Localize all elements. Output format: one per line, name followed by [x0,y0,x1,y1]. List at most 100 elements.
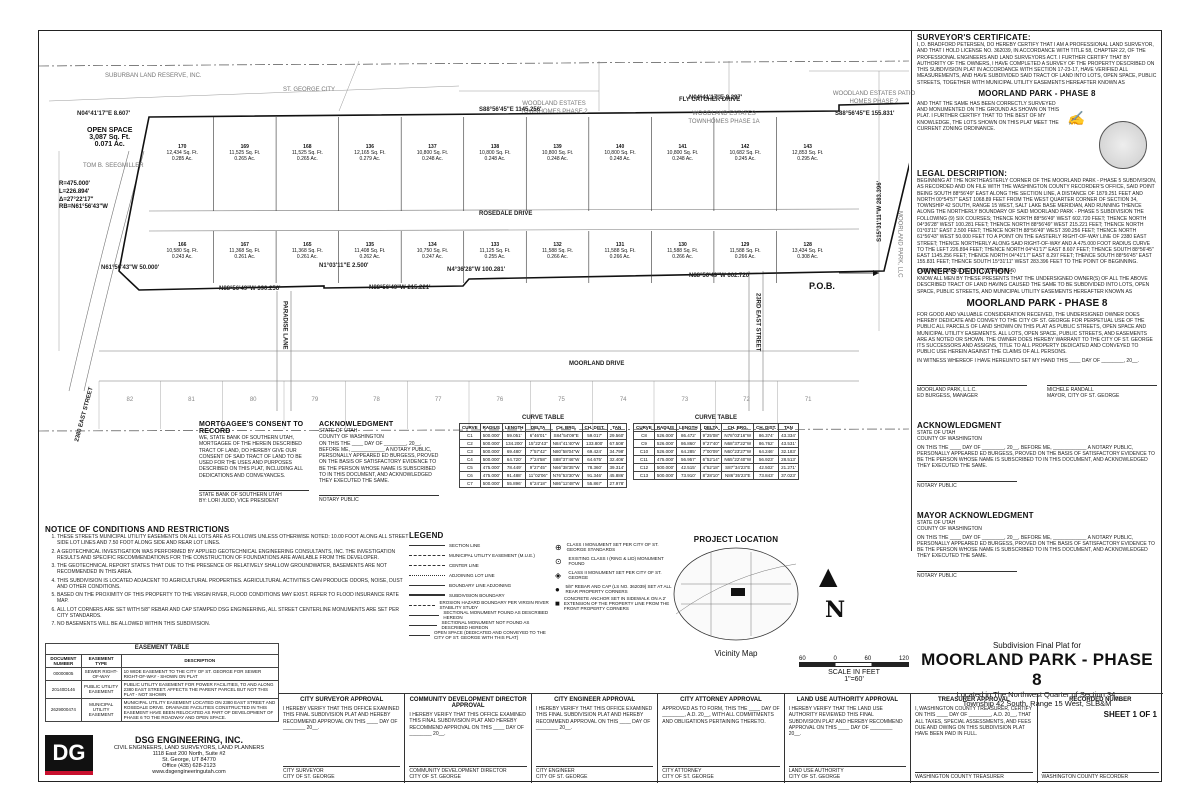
adjoining-lot-number: 81 [188,397,195,403]
legend-line-icon [409,594,445,596]
curve-table-header: CH. DIST. [581,422,608,432]
monument-icon: ⊙ [555,556,562,566]
adjoining-lot-number: 71 [804,397,812,403]
legend-item: SECTIONAL MONUMENT FOUND AS DESCRIBED HE… [409,610,549,620]
adjoining-lot-number: 78 [373,397,380,403]
column-divider [911,31,912,551]
legend-item: ●5/8" REBAR AND CAP (LS NO. 362039) SET … [555,584,672,594]
subdivision-label: ST. GEORGE CITY [283,87,336,93]
road-label: PARADISE LANE [281,301,288,350]
conditions-restrictions: NOTICE OF CONDITIONS AND RESTRICTIONS TH… [45,525,409,629]
condition-item: BASED ON THE PROXIMITY OF THIS PROPERTY … [57,592,409,605]
bearing-label: N1°03'11"E 2.500' [319,263,369,269]
bearing-label: N61°56'43"W 50.000' [101,265,160,271]
easement-table-header: DESCRIPTION [120,653,280,668]
legend-item: ⊙EXISTING CLASS I (RING & LID) MONUMENT … [555,556,664,566]
legend-line-icon [409,624,438,626]
legend-item: ■CONCRETE ANCHOR SET IN SIDEWALK ON A 2'… [555,595,670,611]
adjoining-lot-number: 79 [311,397,319,403]
curve-table-header: CH. DIST. [753,422,780,432]
adjoining-lot-number: 76 [496,397,504,403]
condition-item: THESE STREETS MUNICIPAL UTILITY EASEMENT… [57,534,409,547]
legend-item: CENTER LINE [409,560,549,570]
condition-item: THIS SUBDIVISION IS LOCATED ADJACENT TO … [57,578,409,591]
bearing-label: S88°56'45"E 155.831' [835,111,895,117]
company-block: DG DSG ENGINEERING, INC. CIVIL ENGINEERS… [45,731,279,779]
adjoining-lot-number: 80 [249,397,257,403]
surveyor-seal [1099,121,1147,169]
condition-item: A GEOTECHNICAL INVESTIGATION WAS PERFORM… [57,549,409,562]
adjoining-lot-number: 73 [681,397,689,403]
subdivision-label: WOODLAND ESTATES TOWNHOMES PHASE 2 [520,101,588,115]
north-arrow-icon: ▲ [819,561,838,590]
subdivision-label: WOODLAND ESTATES PATIO HOMES PHASE 2 [832,91,916,105]
monument-icon: ● [555,584,560,594]
legend-line-icon [409,634,430,636]
curve-table-header: RADIUS [653,422,678,432]
bearing-label: N04°41'17"E 8.297' [689,95,743,101]
road-label: ROSEDALE DRIVE [479,211,533,217]
adjoining-lot-number: 75 [558,397,565,403]
north-label: N [825,597,846,623]
adjoining-lot-number: 77 [434,397,442,403]
surveyor-certificate: SURVEYOR'S CERTIFICATE: I, D. BRADFORD P… [917,33,1157,132]
signature: ✍ [1067,111,1085,127]
legend-line-icon [409,554,445,556]
subdivision-label: WOODLAND ESTATES TOWNHOMES PHASE 1A [688,111,760,125]
curve-table-header: CH. BRG. [721,422,755,432]
open-space-label: OPEN SPACE 3,087 Sq. Ft. 0.071 Ac. [87,127,133,148]
plat-sheet: SUBURBAN LAND RESERVE, INC. ST. GEORGE C… [38,30,1163,783]
pob-label: P.O.B. [809,281,835,291]
adjoining-lot-number: 72 [743,397,750,403]
curve-table-header: RADIUS [479,422,503,432]
legend-line-icon [409,544,445,546]
boundary-curve-data: R=475.000'L=226.894'Δ=27°22'17"RB=N61°56… [59,181,108,211]
mortgagee-acknowledgment: ACKNOWLEDGMENT STATE OF UTAH COUNTY OF W… [319,421,439,504]
legend-item: MUNICIPAL UTILITY EASEMENT (M.U.E.) [409,550,549,560]
curve-table-header: TAN [778,422,799,432]
road-label: 23RD EAST STREET [754,293,761,352]
monument-icon: ◈ [555,570,562,580]
curve-table-header: TAN [606,422,628,432]
subdivision-label: MOORLAND PARK, LLC [896,211,903,278]
road-label: MOORLAND DRIVE [569,361,625,367]
easement-table-header: EASEMENT TYPE [80,653,122,668]
condition-item: ALL LOT CORNERS ARE SET WITH 5/8" REBAR … [57,607,409,620]
legal-description: LEGAL DESCRIPTION: BEGINNING AT THE NORT… [917,169,1157,274]
legend-item: ADJOINING LOT LINE [409,570,549,580]
legend-item: EROSION HAZARD BOUNDARY PER VIRGIN RIVER… [409,600,549,610]
bearing-label: N88°56'49"W 215.221' [369,285,431,291]
legend-item: BOUNDARY LINE ADJOINING [409,580,549,590]
legend-item: ⊕CLASS I MONUMENT SET PER CITY OF ST. GE… [555,542,659,552]
